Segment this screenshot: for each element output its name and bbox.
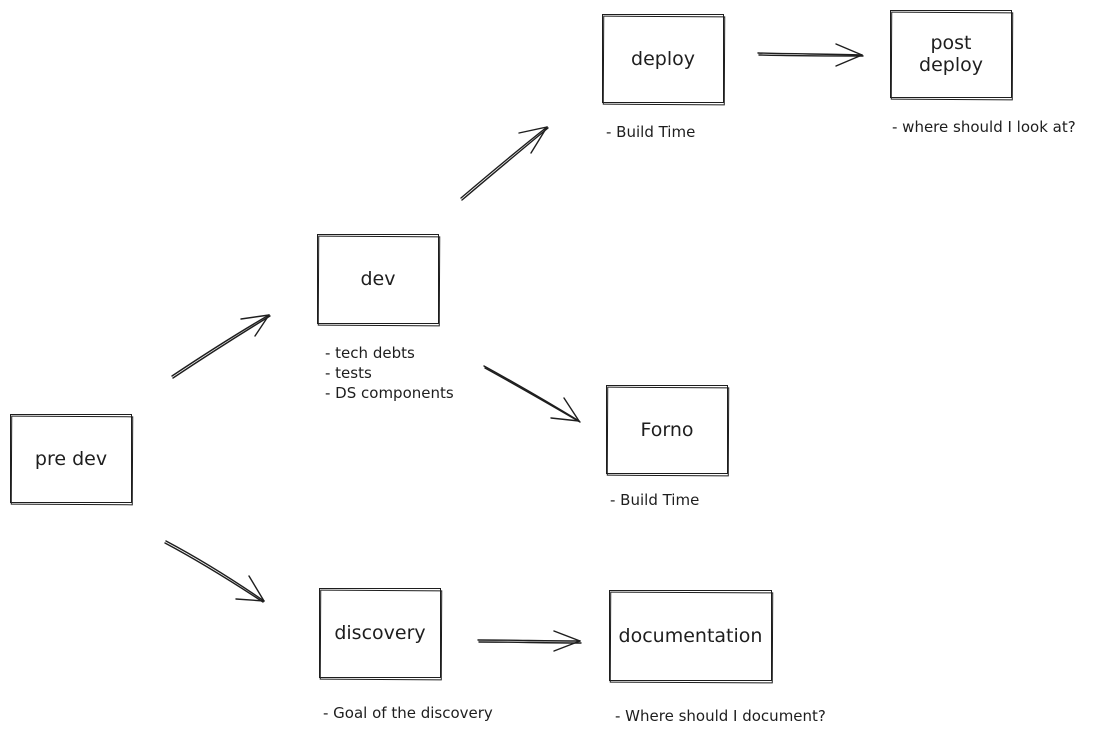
- deploy-note: - Build Time: [606, 122, 695, 142]
- deploy-label: deploy: [631, 47, 695, 70]
- post-deploy-note-line: - where should I look at?: [892, 118, 1076, 136]
- discovery-note-line: - Goal of the discovery: [323, 704, 493, 722]
- discovery-label: discovery: [334, 622, 426, 644]
- deploy-note-line: - Build Time: [606, 123, 696, 141]
- dev-note-line-1: - tech debts: [325, 344, 415, 362]
- arrow-dev-to-forno: [483, 365, 581, 423]
- post-deploy-note: - where should I look at?: [892, 117, 1076, 137]
- arrow-predev-to-discovery: [164, 540, 265, 603]
- dev-box[interactable]: dev: [317, 234, 441, 327]
- forno-label: Forno: [640, 418, 694, 441]
- arrow-discovery-to-documentation: [477, 630, 582, 652]
- post-deploy-label: post deploy: [919, 32, 983, 76]
- discovery-note: - Goal of the discovery: [323, 703, 493, 723]
- forno-box[interactable]: Forno: [606, 385, 730, 477]
- post-deploy-box[interactable]: post deploy: [890, 10, 1014, 101]
- arrow-predev-to-dev: [171, 314, 271, 379]
- dev-note-line-3: - DS components: [325, 384, 454, 402]
- documentation-note: - Where should I document?: [615, 706, 826, 726]
- documentation-note-line: - Where should I document?: [615, 707, 826, 725]
- arrow-dev-to-deploy: [460, 126, 549, 201]
- documentation-box[interactable]: documentation: [609, 590, 774, 684]
- dev-note-line-2: - tests: [325, 364, 372, 382]
- forno-note: - Build Time: [610, 490, 699, 510]
- deploy-box[interactable]: deploy: [602, 14, 726, 106]
- dev-label: dev: [360, 268, 396, 290]
- forno-note-line: - Build Time: [610, 491, 700, 509]
- pre-dev-label: pre dev: [34, 447, 108, 470]
- arrow-deploy-to-postdeploy: [757, 43, 864, 67]
- discovery-box[interactable]: discovery: [319, 588, 443, 681]
- dev-note: - tech debts - tests - DS components: [325, 343, 454, 403]
- pre-dev-box[interactable]: pre dev: [10, 414, 134, 506]
- documentation-label: documentation: [618, 624, 763, 647]
